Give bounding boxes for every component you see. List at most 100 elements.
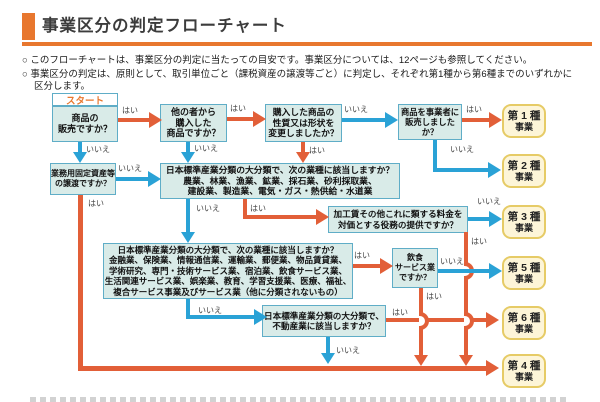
arrow-sale-no-down [78,142,82,154]
result-type5-sublabel: 事業 [514,274,533,284]
arrow-processing-yes-v1 [464,232,468,264]
edge-label-no: いいえ [86,145,110,154]
result-type3-sublabel: 事業 [514,223,533,233]
arrow-changed-to-group1 [301,142,305,154]
edge-label-yes: はい [426,292,442,301]
result-type6: 第 6 種 事業 [502,306,546,340]
result-type3-label: 第 3 種 [507,211,541,223]
arrowhead [181,232,195,243]
arrowhead [148,171,161,187]
edge-label-yes: はい [309,146,325,155]
arrow-group2-no-elbow-h [186,315,256,319]
result-type2: 第 2 種 事業 [502,154,546,188]
result-type4-label: 第 4 種 [507,360,541,372]
line-hop [464,312,474,330]
arrow-fixedasset-yes-down [78,195,83,369]
arrowhead [321,353,335,364]
arrow-food-yes-v1 [419,288,423,314]
arrow-processing-yes-v2 [464,278,468,314]
arrow-group1-yes-elbow-h [243,215,318,219]
result-type3: 第 3 種 事業 [502,205,546,239]
arrow-processing-no-right [468,217,490,221]
node-industry-group2: 日本標準産業分類の大分類で、次の業種に該当しますか？ 金融業、保険業、情報通信業… [103,243,353,299]
arrowhead [296,152,310,163]
arrowhead [73,152,87,163]
cropped-text-line [30,397,570,402]
title-accent-square [22,13,35,40]
arrowhead [316,209,329,225]
intro-note-2-continued: 区分します。 [34,81,91,92]
result-type5-label: 第 5 種 [507,262,541,274]
arrow-purchased-no-down [186,142,190,153]
edge-label-yes: はい [466,105,482,114]
page-title: 事業区分の判定フローチャート [42,17,287,35]
intro-note-1: ○ このフローチャートは、事業区分の判定に当たっての目安です。事業区分については… [22,55,533,66]
arrowhead [253,111,266,127]
arrow-changed-no-right [342,118,388,122]
arrowhead [459,355,473,366]
result-type6-sublabel: 事業 [514,324,533,334]
edge-label-yes: はい [250,204,266,213]
arrowhead [254,309,267,325]
start-node: スタート [52,93,118,107]
arrow-food-yes-v2 [419,328,423,357]
edge-label-no: いいえ [196,204,220,213]
arrowhead [489,211,502,227]
result-type2-label: 第 2 種 [507,160,541,172]
result-type1: 第 1 種 事業 [502,104,546,138]
intro-note-2: ○ 事業区分の判定は、原則として、取引単位ごと（課税資産の譲渡等ごと）に判定し、… [22,69,573,80]
edge-label-yes: はい [471,237,487,246]
title-underline [22,42,592,46]
arrowhead [488,162,501,178]
edge-label-no: いいえ [440,257,464,266]
edge-label-yes: はい [122,106,138,115]
edge-label-yes: はい [392,308,408,317]
result-type2-sublabel: 事業 [514,172,533,182]
edge-label-yes: はい [230,104,246,113]
result-type4: 第 4 種 事業 [502,354,546,388]
result-type4-sublabel: 事業 [514,372,533,382]
node-goods-sale: 商品の 販売ですか？ [52,106,118,142]
edge-label-no: いいえ [194,144,218,153]
edge-label-no: いいえ [344,105,368,114]
result-type5: 第 5 種 事業 [502,256,546,290]
arrow-fixedasset-no-right [116,177,150,181]
arrow-group1-no-down [186,199,190,233]
node-changed-form: 購入した商品の 性質又は形状を 変更しましたか？ [265,104,342,142]
node-industry-group1: 日本標準産業分類の大分類で、次の業種に該当しますか？ 農業、林業、漁業、鉱業、採… [160,163,400,199]
node-fixed-asset-transfer: 業務用固定資産等 の譲渡ですか？ [50,163,116,195]
arrowhead [486,360,499,376]
arrow-soldbiz-no-elbow-v [433,140,437,172]
arrow-bottom-to-type4 [78,366,488,371]
result-type1-label: 第 1 種 [507,110,541,122]
arrow-soldbiz-to-type1 [462,118,491,122]
arrowhead [486,312,499,328]
arrowhead [385,112,398,128]
edge-label-no: いいえ [118,164,142,173]
arrowhead [380,258,393,274]
node-processing-fee: 加工賃その他これに類する料金を 対価とする役務の提供ですか？ [328,206,468,233]
node-purchased-from-others: 他の者から 購入した 商品ですか？ [160,104,227,142]
result-type6-label: 第 6 種 [507,312,541,324]
arrow-sale-to-purchased [118,118,151,122]
edge-label-no: いいえ [450,145,474,154]
edge-label-no: いいえ [198,306,222,315]
arrowhead [149,112,162,128]
arrowhead [489,112,502,128]
arrow-soldbiz-no-elbow-h [433,168,490,172]
arrow-processing-yes-v3 [464,328,468,357]
edge-label-yes: はい [354,251,370,260]
node-sold-to-business: 商品を事業者に 販売しましたか？ [398,104,462,140]
arrow-realestate-no-down [326,337,330,354]
arrow-group2-no-elbow-v [186,299,190,319]
arrowhead [414,355,428,366]
edge-label-no: いいえ [336,346,360,355]
line-hop [419,312,429,330]
edge-label-no: いいえ [477,197,501,206]
arrow-group2-to-foodservice [353,264,383,268]
node-real-estate: 日本標準産業分類の大分類で、 不動産業に該当しますか？ [262,305,386,337]
arrow-realestate-to-type6 [386,318,486,322]
result-type1-sublabel: 事業 [514,122,533,132]
arrow-group1-yes-elbow-v [243,199,247,219]
